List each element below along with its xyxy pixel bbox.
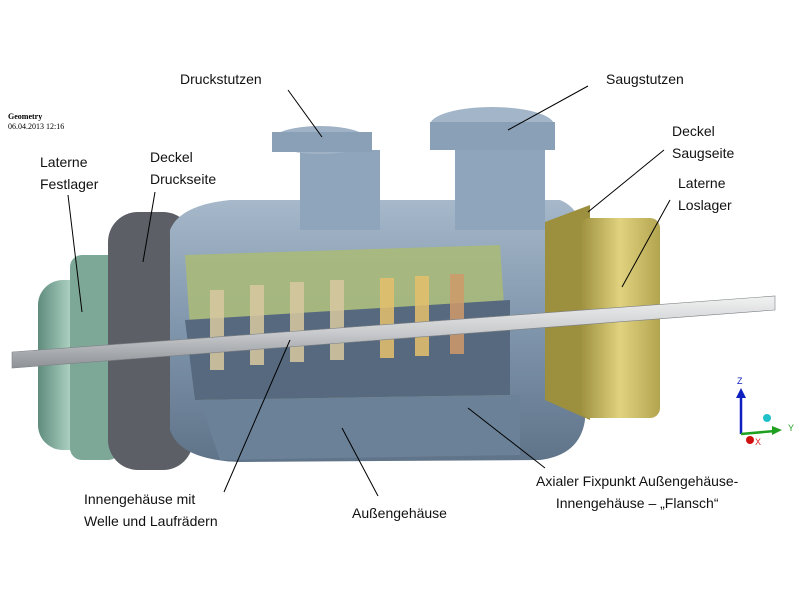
label-line: Laterne (40, 154, 88, 170)
axis-x-label: X (755, 437, 762, 447)
label-aussengehaeuse: Außengehäuse (352, 505, 447, 521)
label-fixpunkt: Axialer Fixpunkt Außengehäuse- Innengehä… (536, 470, 738, 514)
shaft-part (11, 295, 776, 369)
label-line: Loslager (678, 197, 732, 213)
label-laterne-loslager: Laterne Loslager (678, 172, 732, 216)
label-line: Festlager (40, 176, 99, 192)
label-line: Deckel (672, 123, 715, 139)
label-line: Druckseite (150, 171, 217, 187)
label-saugstutzen: Saugstutzen (606, 71, 684, 87)
label-line: Laterne (678, 175, 726, 191)
geometry-title: Geometry (8, 112, 43, 121)
axis-triad-icon (736, 388, 782, 444)
label-innengehaeuse: Innengehäuse mit Welle und Laufrädern (84, 488, 218, 532)
label-druckstutzen: Druckstutzen (180, 71, 262, 87)
geometry-info: Geometry 06.04.2013 12:16 (8, 112, 64, 132)
label-line: Saugseite (672, 145, 735, 161)
label-line: Innengehäuse – „Flansch“ (555, 495, 719, 511)
label-line: Welle und Laufrädern (84, 513, 218, 529)
axis-z-label: Z (737, 376, 743, 386)
label-deckel-druckseite: Deckel Druckseite (150, 146, 216, 190)
axis-y-label: Y (788, 423, 795, 433)
label-deckel-saugseite: Deckel Saugseite (672, 120, 734, 164)
label-line: Innengehäuse mit (84, 491, 196, 507)
label-laterne-festlager: Laterne Festlager (40, 151, 98, 195)
leader-lines (67, 85, 671, 497)
label-line: Axialer Fixpunkt Außengehäuse- (536, 473, 739, 489)
geometry-timestamp: 06.04.2013 12:16 (8, 122, 65, 131)
label-line: Deckel (150, 149, 193, 165)
